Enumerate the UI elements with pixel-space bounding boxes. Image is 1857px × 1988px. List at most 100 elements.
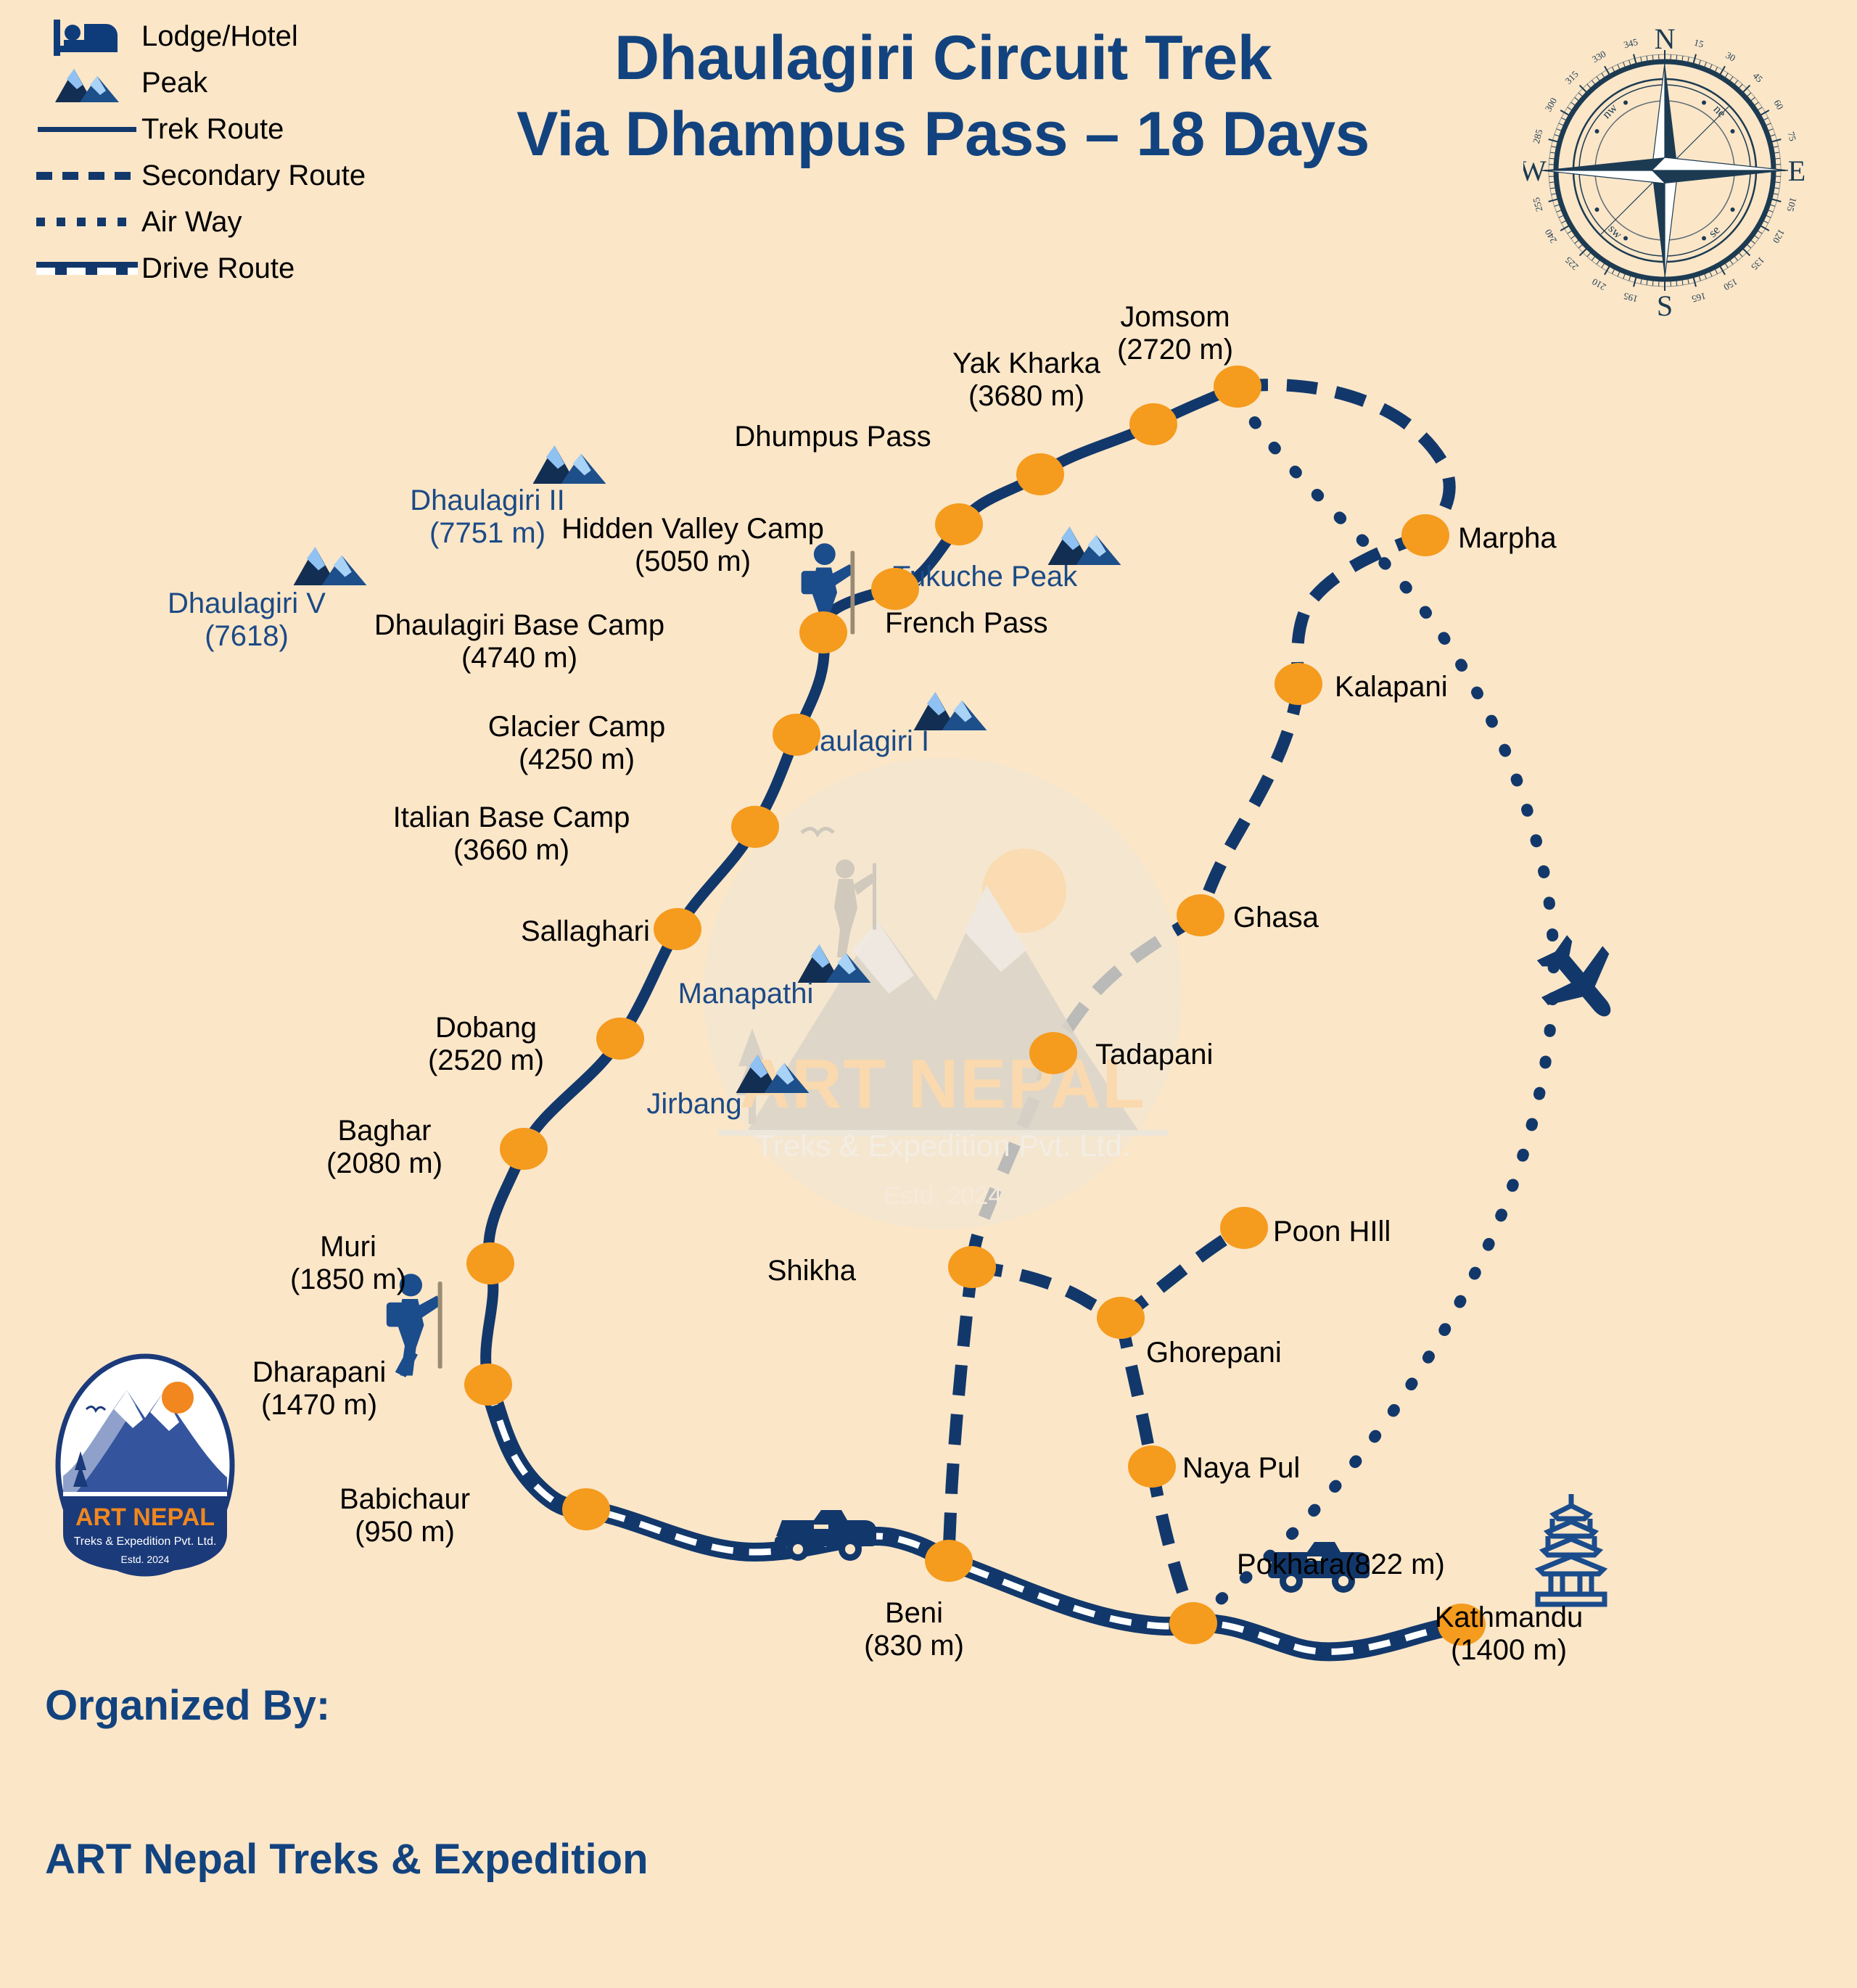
compass-degree: 300 <box>1542 96 1559 113</box>
waypoint-name: Dobang <box>334 1012 638 1044</box>
waypoint-name: Ghorepani <box>1146 1337 1282 1369</box>
waypoint-name: Yak Kharka <box>874 347 1179 380</box>
organizer-name: ART Nepal Treks & Expedition <box>45 1834 648 1886</box>
legend-item-peak: Peak <box>33 59 410 106</box>
waypoint-name: Pokhara(822 m) <box>1237 1548 1445 1581</box>
waypoint-label: Babichaur(950 m) <box>252 1483 557 1548</box>
compass-degree: 285 <box>1531 128 1545 145</box>
waypoint-marker[interactable] <box>731 806 779 848</box>
compass-degree: 240 <box>1542 228 1559 245</box>
compass-degree: 330 <box>1590 48 1607 65</box>
legend-item-drive-route: Drive Route <box>33 245 410 292</box>
waypoint-marker[interactable] <box>925 1540 973 1582</box>
waypoint-marker[interactable] <box>799 611 847 653</box>
legend-item-trek-route: Trek Route <box>33 106 410 152</box>
compass-label-sw: sw <box>1605 222 1625 242</box>
waypoint-name: Hidden Valley Camp <box>540 513 845 545</box>
waypoint-marker[interactable] <box>773 714 820 756</box>
waypoint-elevation: (5050 m) <box>540 545 845 578</box>
legend-label: Secondary Route <box>141 160 366 192</box>
waypoint-name: Poon HIll <box>1273 1216 1391 1248</box>
waypoint-elevation: (3660 m) <box>359 834 664 867</box>
waypoint-marker[interactable] <box>871 568 919 610</box>
waypoint-name: Dhumpus Pass <box>680 421 985 453</box>
waypoint-marker[interactable] <box>1214 366 1261 408</box>
compass-degree: 105 <box>1785 197 1800 213</box>
compass-degree: 120 <box>1771 228 1787 245</box>
waypoint-name: Kalapani <box>1335 671 1448 704</box>
waypoint-name: Shikha <box>580 1255 856 1287</box>
waypoint-marker[interactable] <box>1177 894 1224 936</box>
compass-degree: 255 <box>1531 197 1545 213</box>
compass-degree: 315 <box>1562 68 1580 86</box>
waypoint-name: Dhaulagiri Base Camp <box>367 609 672 642</box>
compass-label-n: N <box>1655 22 1676 55</box>
legend-label: Peak <box>141 67 207 99</box>
waypoint-label: Kalapani <box>1335 671 1448 704</box>
waypoint-label: Pokhara(822 m) <box>1237 1548 1445 1581</box>
waypoint-label: Italian Base Camp(3660 m) <box>359 801 664 867</box>
waypoint-name: Beni <box>762 1597 1066 1630</box>
waypoint-marker[interactable] <box>1220 1207 1268 1249</box>
legend-item-lodge-hotel: Lodge/Hotel <box>33 13 410 59</box>
waypoint-label: Shikha <box>580 1255 856 1287</box>
waypoint-label: Baghar(2080 m) <box>232 1115 537 1180</box>
waypoint-marker[interactable] <box>935 503 983 545</box>
waypoint-name: Glacier Camp <box>424 711 729 743</box>
title-line-1: Dhaulagiri Circuit Trek <box>464 20 1422 96</box>
waypoint-marker[interactable] <box>654 908 701 950</box>
solid-line-icon <box>33 127 141 132</box>
waypoint-name: Naya Pul <box>1182 1452 1300 1485</box>
waypoint-label: Dhaulagiri Base Camp(4740 m) <box>367 609 672 675</box>
waypoint-marker[interactable] <box>948 1246 996 1288</box>
legend-label: Drive Route <box>141 252 295 285</box>
waypoint-label: Tadapani <box>1095 1039 1213 1071</box>
waypoint-name: Ghasa <box>1233 902 1319 934</box>
page-title: Dhaulagiri Circuit Trek Via Dhampus Pass… <box>464 20 1422 173</box>
waypoint-label: French Pass <box>885 607 1048 640</box>
waypoint-elevation: (3680 m) <box>874 380 1179 413</box>
waypoint-name: Jomsom <box>1023 301 1327 334</box>
logo-tagline: Treks & Expedition Pvt. Ltd. <box>74 1535 217 1548</box>
waypoint-marker[interactable] <box>1128 1445 1176 1488</box>
compass-label-ne: ne <box>1710 102 1729 120</box>
waypoint-name: French Pass <box>885 607 1048 640</box>
waypoint-name: Baghar <box>232 1115 537 1147</box>
dotted-line-icon <box>33 218 141 226</box>
waypoint-name: Tadapani <box>1095 1039 1213 1071</box>
waypoint-marker[interactable] <box>562 1488 610 1530</box>
waypoint-marker[interactable] <box>1275 663 1322 705</box>
waypoint-name: Kathmandu <box>1356 1601 1661 1634</box>
waypoint-label: Ghorepani <box>1146 1337 1282 1369</box>
legend-item-air-way: Air Way <box>33 199 410 245</box>
waypoint-marker[interactable] <box>1016 453 1064 495</box>
waypoint-label: Dhumpus Pass <box>680 421 985 453</box>
waypoint-marker[interactable] <box>1169 1602 1217 1644</box>
compass-degree: 15 <box>1693 37 1705 50</box>
waypoint-name: Muri <box>196 1231 501 1263</box>
logo-established: Estd. 2024 <box>121 1554 170 1565</box>
compass-degree: 75 <box>1785 131 1798 142</box>
waypoint-label: Ghasa <box>1233 902 1319 934</box>
peak-icon <box>33 60 141 105</box>
waypoint-label: Beni(830 m) <box>762 1597 1066 1662</box>
waypoint-marker[interactable] <box>1097 1297 1145 1339</box>
compass-degree: 30 <box>1724 49 1737 63</box>
trek-map: ART NEPAL Treks & Expedition Pvt. Ltd. E… <box>0 0 1857 1688</box>
legend-label: Trek Route <box>141 113 284 146</box>
compass-rose: 1530456075105120135150165195210225240255… <box>1523 22 1806 326</box>
waypoint-name: Babichaur <box>252 1483 557 1516</box>
airplane-icon <box>1521 922 1639 1040</box>
waypoint-marker[interactable] <box>1401 514 1449 556</box>
road-line-icon <box>33 262 141 275</box>
waypoint-elevation: (2080 m) <box>232 1147 537 1180</box>
compass-degree: 210 <box>1590 276 1607 293</box>
compass-label-w: W <box>1523 154 1547 187</box>
title-line-2: Via Dhampus Pass – 18 Days <box>464 96 1422 173</box>
waypoint-label: Dobang(2520 m) <box>334 1012 638 1077</box>
organizer-label: Organized By: <box>45 1680 648 1732</box>
waypoint-marker[interactable] <box>1029 1032 1077 1074</box>
compass-degree: 225 <box>1562 255 1580 272</box>
waypoint-label: Marpha <box>1458 522 1557 555</box>
organizer-footer: Organized By: ART Nepal Treks & Expediti… <box>45 1577 648 1988</box>
